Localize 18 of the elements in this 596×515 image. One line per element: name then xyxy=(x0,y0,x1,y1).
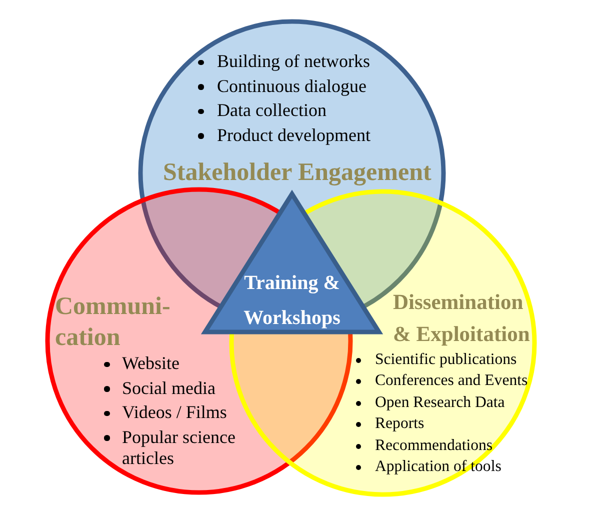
list-item: Open Research Data xyxy=(375,392,505,412)
list-item: Product development xyxy=(217,124,370,146)
list-item: Popular science articles xyxy=(122,426,236,468)
list-item: Building of networks xyxy=(217,51,370,72)
list-item: Website xyxy=(122,353,180,374)
list-item: Application of tools xyxy=(375,456,502,476)
list-item: Recommendations xyxy=(375,436,493,455)
section-heading: Dissemination & Exploitation xyxy=(393,289,531,348)
list-item: Reports xyxy=(375,414,424,434)
section-heading: Stakeholder Engagement xyxy=(163,158,432,188)
list-item: Videos / Films xyxy=(122,402,227,423)
list-item: Conferences and Events xyxy=(375,371,528,390)
list-item: Scientific publications xyxy=(375,350,517,369)
section-heading: Training & Workshops xyxy=(242,271,342,331)
list-item: Continuous dialogue xyxy=(217,76,366,96)
list-item: Data collection xyxy=(217,100,326,121)
list-item: Social media xyxy=(122,378,216,398)
section-heading: Communi- cation xyxy=(55,292,170,353)
